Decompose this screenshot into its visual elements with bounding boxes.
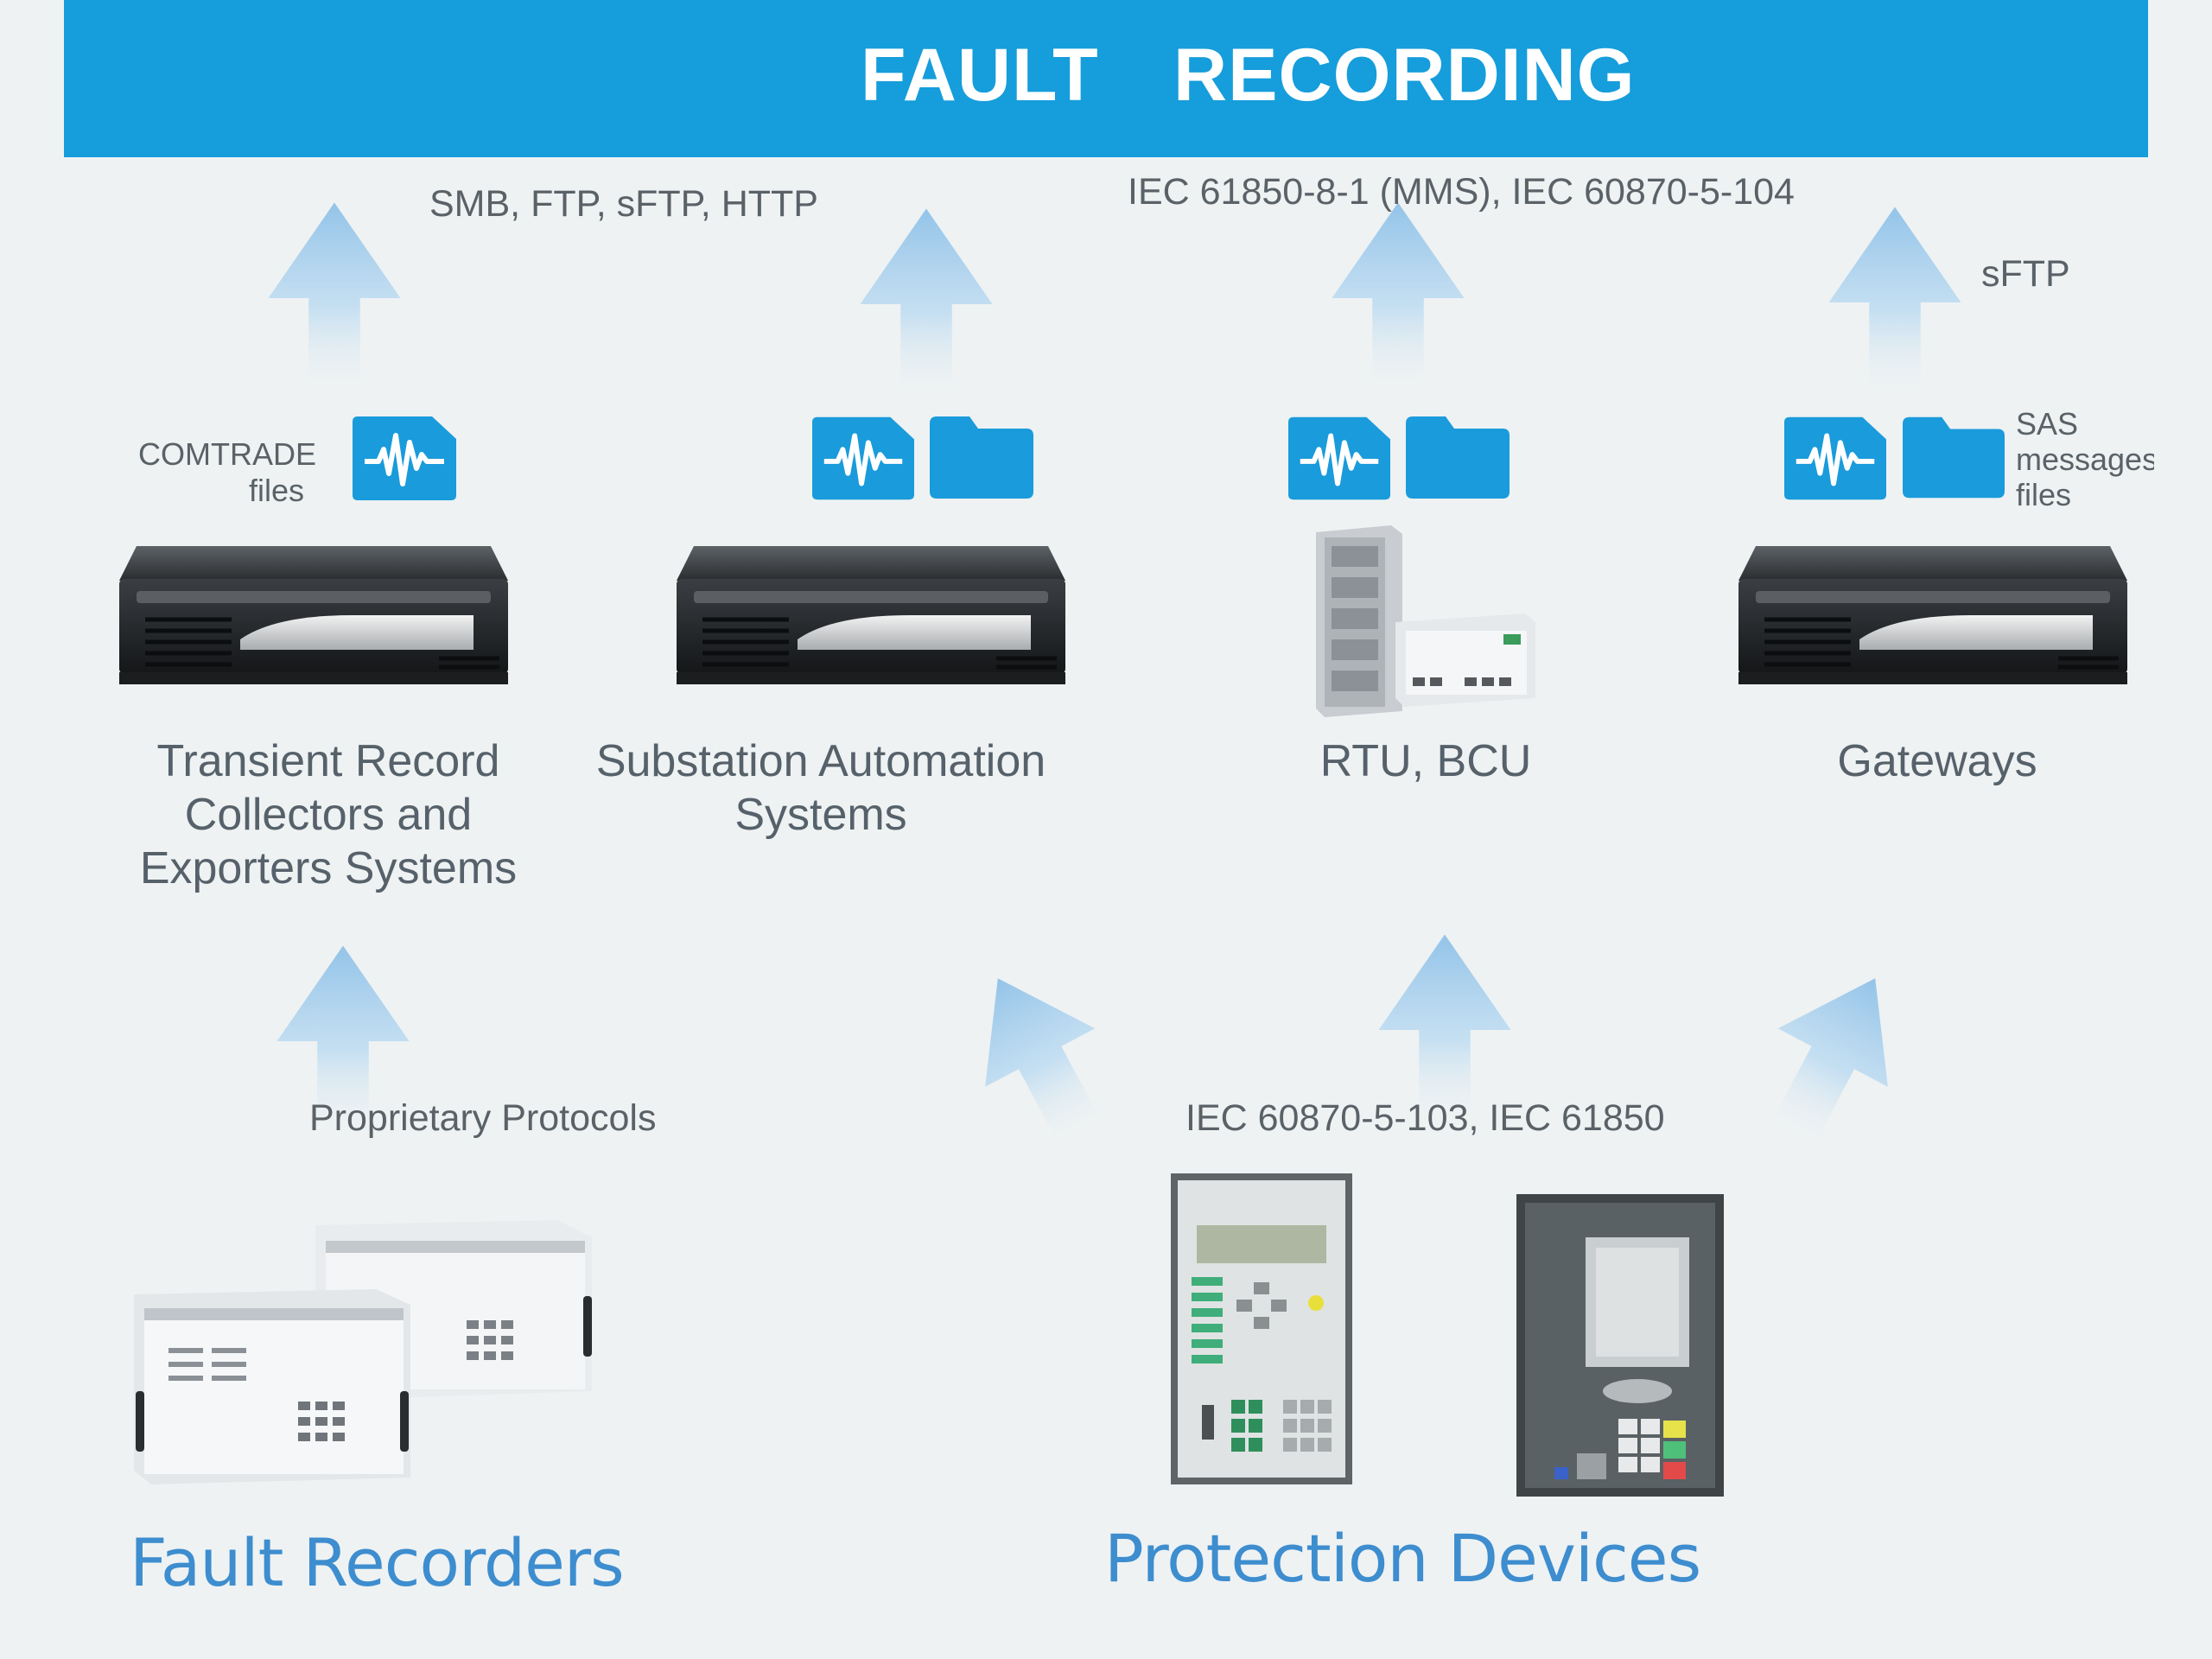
- up-arrow-icon: [931, 934, 1150, 1182]
- comtrade-files-label: COMTRADE files: [138, 436, 316, 508]
- sas-messages-files-label: SAS messages files: [2016, 406, 2154, 512]
- protocol-label-proprietary: Proprietary Protocols: [309, 1097, 657, 1139]
- protection-relay-image: [1516, 1194, 1724, 1497]
- up-arrow-icon: [1723, 934, 1942, 1182]
- up-arrow-icon: [261, 194, 408, 402]
- rack-server-image: [111, 529, 508, 693]
- caption-rtu-bcu: RTU, BCU: [1319, 736, 1532, 786]
- caption-transient-record-collectors: Transient Record Collectors and Exporter…: [139, 736, 518, 893]
- protocol-label-sftp: sFTP: [1981, 253, 2070, 295]
- waveform-file-icon: [353, 416, 456, 500]
- title-word-recording: RECORDING: [1173, 34, 1636, 117]
- title-banner: FAULT RECORDING: [64, 0, 2148, 157]
- protocol-label-file-transfer: SMB, FTP, sFTP, HTTP: [429, 183, 818, 225]
- up-arrow-icon: [1821, 199, 1968, 406]
- waveform-file-icon: [1288, 416, 1390, 500]
- rack-server-image: [1730, 529, 2127, 693]
- title-word-fault: FAULT: [861, 34, 1099, 117]
- waveform-file-icon: [812, 416, 914, 500]
- rtu-bcu-image: [1309, 525, 1551, 720]
- protection-devices-label: Protection Devices: [1104, 1520, 1701, 1597]
- rack-server-image: [668, 529, 1065, 693]
- caption-gateways: Gateways: [1837, 736, 2037, 786]
- protection-relay-image: [1171, 1173, 1352, 1484]
- protocol-label-mms-104: IEC 61850-8-1 (MMS), IEC 60870-5-104: [1128, 171, 1795, 213]
- folder-icon: [1406, 416, 1510, 499]
- waveform-file-icon: [1784, 416, 1886, 500]
- up-arrow-icon: [1325, 194, 1471, 402]
- up-arrow-icon: [853, 200, 1000, 408]
- folder-icon: [1903, 416, 2005, 499]
- caption-substation-automation-systems: Substation Automation Systems: [595, 736, 1046, 840]
- fault-recorder-image: [125, 1218, 609, 1486]
- fault-recorders-label: Fault Recorders: [130, 1524, 625, 1601]
- protocol-label-103-61850: IEC 60870-5-103, IEC 61850: [1185, 1097, 1665, 1139]
- folder-icon: [930, 416, 1033, 499]
